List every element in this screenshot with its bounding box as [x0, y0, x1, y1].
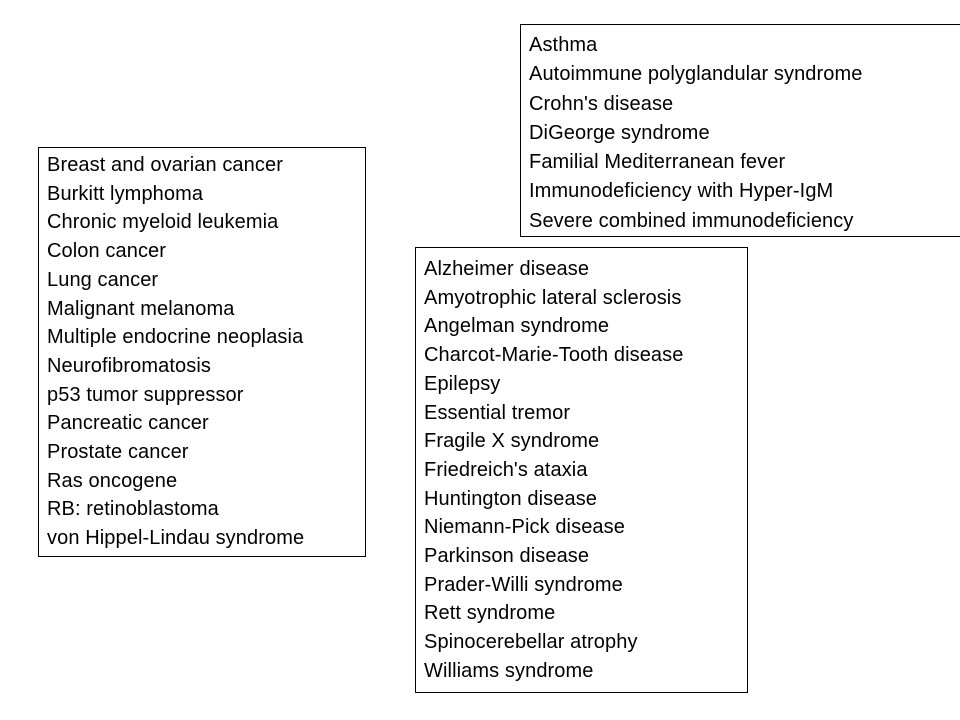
- disease-list-item: Williams syndrome: [424, 659, 594, 682]
- disease-list-item: Friedreich's ataxia: [424, 458, 588, 481]
- disease-list-item: Malignant melanoma: [47, 297, 235, 320]
- disease-list-item: Alzheimer disease: [424, 258, 590, 280]
- disease-list-item: Parkinson disease: [424, 545, 590, 568]
- disease-list-item: Immunodeficiency with Hyper-IgM: [529, 180, 834, 203]
- disease-list-item: Chronic myeloid leukemia: [47, 211, 279, 234]
- disease-list-item: Familial Mediterranean fever: [529, 151, 786, 174]
- disease-list-item: von Hippel-Lindau syndrome: [47, 527, 305, 550]
- disease-list-item: Ras oncogene: [47, 469, 178, 492]
- disease-list-item: Severe combined immunodeficiency: [529, 209, 854, 232]
- disease-list-item: Lung cancer: [47, 268, 159, 291]
- disease-list-item: Amyotrophic lateral sclerosis: [424, 286, 682, 309]
- disease-list-item: Autoimmune polyglandular syndrome: [529, 63, 863, 86]
- disease-list-item: Angelman syndrome: [424, 315, 610, 338]
- disease-list-item: p53 tumor suppressor: [47, 383, 244, 406]
- disease-list-item: Essential tremor: [424, 401, 571, 424]
- disease-list-item: Colon cancer: [47, 240, 167, 263]
- disease-list-item: Huntington disease: [424, 487, 598, 510]
- disease-list-item: Spinocerebellar atrophy: [424, 631, 638, 654]
- disease-list-item: RB: retinoblastoma: [47, 498, 219, 521]
- disease-list-item: Neurofibromatosis: [47, 354, 211, 377]
- disease-list-item: Crohn's disease: [529, 92, 674, 115]
- disease-list-item: Prader-Willi syndrome: [424, 573, 623, 596]
- disease-list-item: Rett syndrome: [424, 602, 556, 625]
- disease-list-item: Niemann-Pick disease: [424, 516, 625, 539]
- disease-list-item: Burkitt lymphoma: [47, 182, 204, 205]
- disease-list-item: Charcot-Marie-Tooth disease: [424, 344, 684, 367]
- disease-list-item: Breast and ovarian cancer: [47, 154, 283, 176]
- disease-list-item: Asthma: [529, 34, 598, 56]
- disease-list-item: Fragile X syndrome: [424, 430, 600, 453]
- disease-list-item: DiGeorge syndrome: [529, 121, 710, 144]
- disease-list-item: Multiple endocrine neoplasia: [47, 326, 304, 349]
- disease-list-item: Epilepsy: [424, 372, 501, 395]
- disease-list-item: Prostate cancer: [47, 441, 189, 464]
- disease-list-item: Pancreatic cancer: [47, 412, 209, 435]
